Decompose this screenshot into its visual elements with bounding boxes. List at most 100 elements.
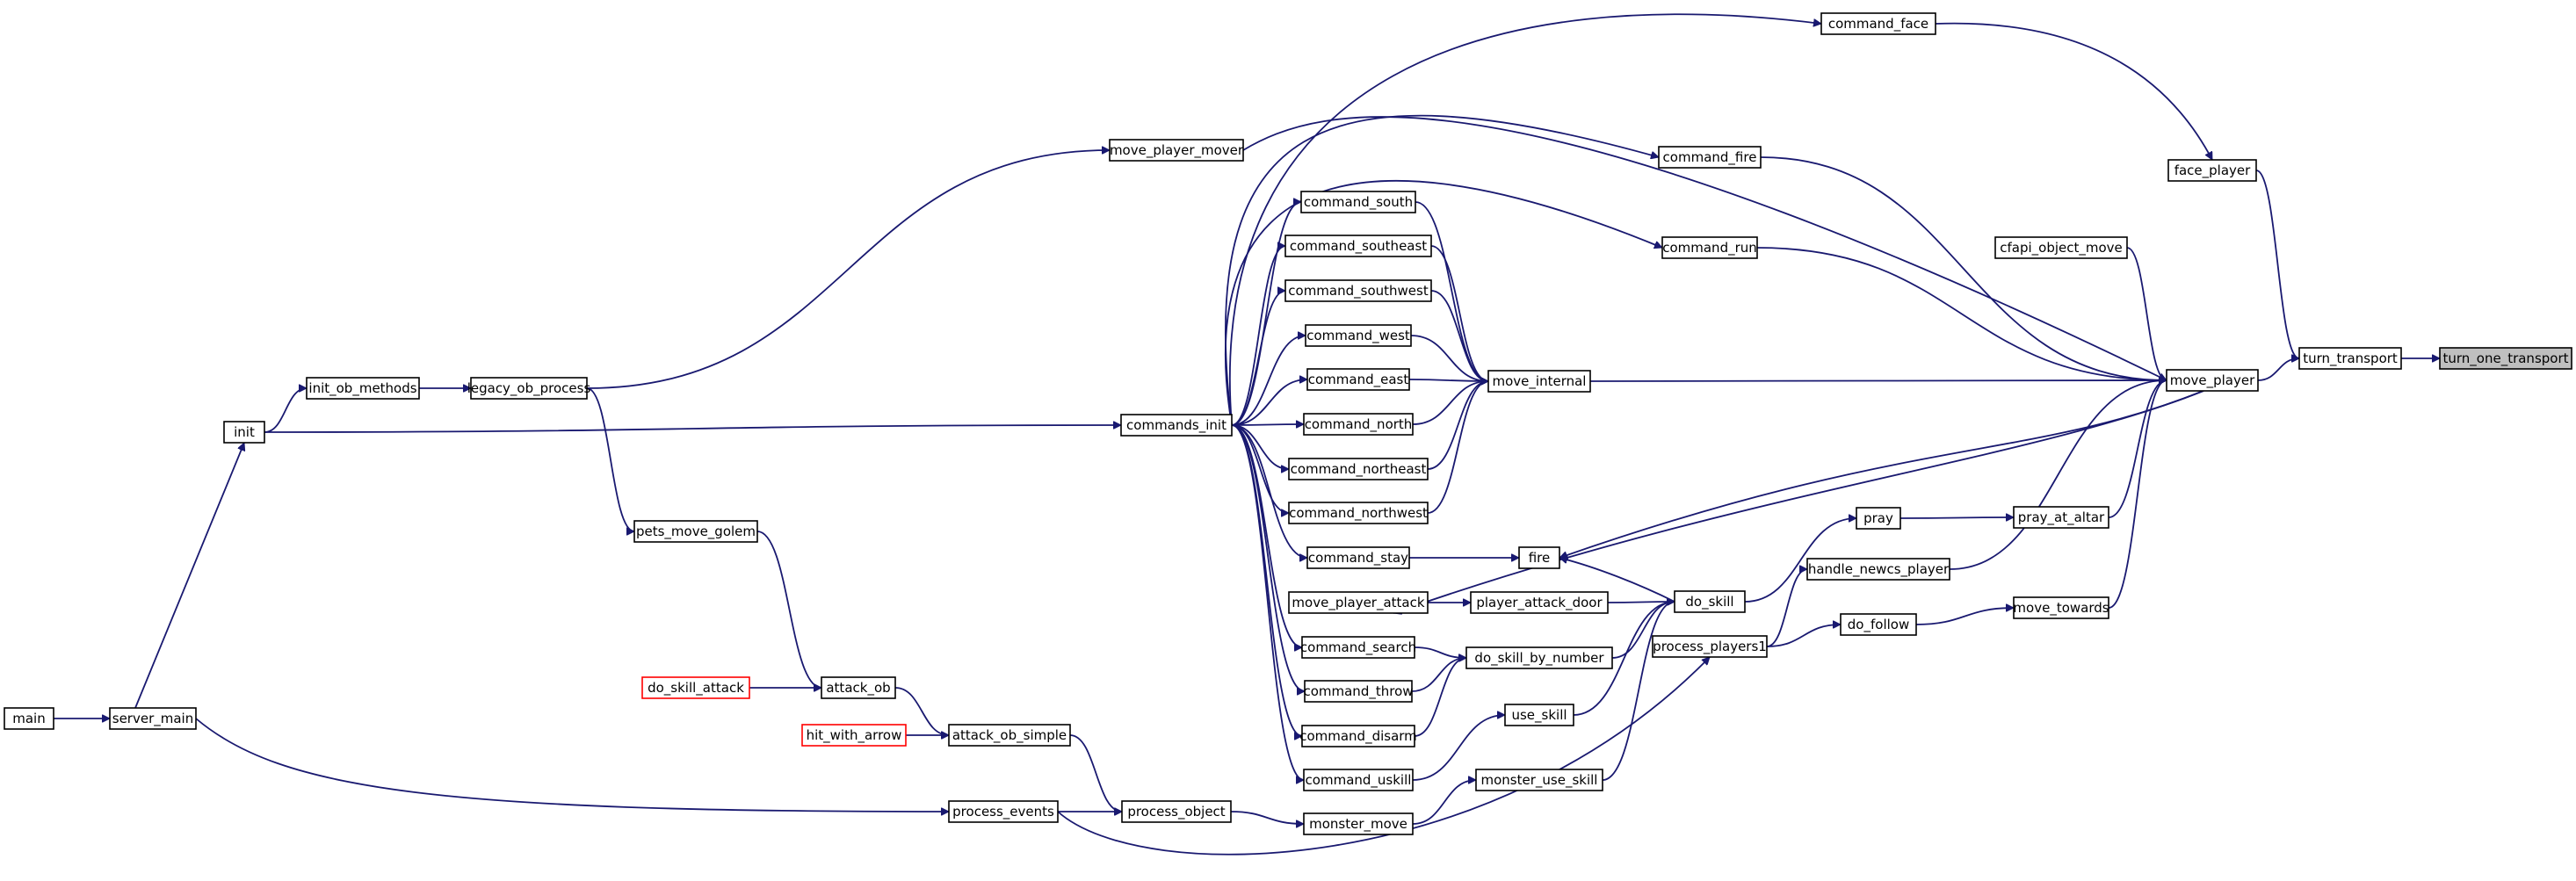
node-init_ob_methods[interactable]: init_ob_methods: [306, 377, 420, 400]
node-face_player[interactable]: face_player: [2167, 159, 2257, 182]
node-label: command_run: [1662, 240, 1757, 256]
edge-command_throw-to-do_skill_by_number: [1411, 658, 1467, 692]
node-do_follow[interactable]: do_follow: [1840, 613, 1917, 636]
node-label: turn_transport: [2303, 350, 2398, 367]
node-label: command_northeast: [1291, 461, 1427, 478]
node-pray_at_altar[interactable]: pray_at_altar: [2013, 506, 2109, 529]
node-box: [1820, 12, 1936, 35]
node-commands_init[interactable]: commands_init: [1120, 414, 1233, 437]
node-move_player[interactable]: move_player: [2166, 369, 2259, 392]
node-box: [1301, 636, 1415, 659]
node-move_internal[interactable]: move_internal: [1487, 370, 1591, 393]
node-command_south[interactable]: command_south: [1300, 191, 1416, 213]
node-label: command_fire: [1663, 149, 1757, 166]
node-command_southwest[interactable]: command_southwest: [1284, 279, 1432, 302]
edge-init-to-commands_init: [264, 425, 1121, 433]
node-command_uskill[interactable]: command_uskill: [1303, 769, 1414, 791]
edge-process_events-to-process_players1: [1057, 657, 1710, 856]
node-command_southeast[interactable]: command_southeast: [1284, 235, 1432, 257]
node-label: command_west: [1306, 328, 1410, 344]
node-box: [1288, 591, 1429, 614]
node-do_skill_attack[interactable]: do_skill_attack: [641, 676, 750, 699]
node-label: monster_use_skill: [1481, 772, 1598, 789]
edge-command_disarm-to-do_skill_by_number: [1414, 658, 1467, 737]
node-attack_ob[interactable]: attack_ob: [821, 676, 896, 699]
node-label: do_follow: [1848, 617, 1909, 633]
node-cfapi_object_move[interactable]: cfapi_object_move: [1994, 236, 2128, 259]
edge-command_northeast-to-move_internal: [1427, 381, 1489, 470]
node-monster_use_skill[interactable]: monster_use_skill: [1475, 769, 1603, 791]
node-label: cfapi_object_move: [2000, 240, 2123, 256]
node-box: [1288, 502, 1429, 524]
edge-commands_init-to-command_face: [1229, 13, 1821, 426]
node-label: do_skill: [1685, 594, 1733, 610]
edge-move_player-to-move_player_attack: [1393, 390, 2204, 613]
node-label: pray: [1863, 510, 1893, 526]
node-command_east[interactable]: command_east: [1306, 368, 1410, 391]
node-box: [1304, 680, 1413, 703]
node-command_face[interactable]: command_face: [1820, 12, 1936, 35]
node-label: attack_ob: [826, 680, 890, 697]
node-pray[interactable]: pray: [1856, 507, 1901, 530]
edge-server_main-to-init: [134, 443, 244, 709]
node-player_attack_door[interactable]: player_attack_door: [1470, 591, 1609, 614]
node-box: [4, 707, 54, 730]
node-box: [1306, 368, 1410, 391]
node-command_northeast[interactable]: command_northeast: [1288, 458, 1429, 480]
node-command_northwest[interactable]: command_northwest: [1288, 502, 1429, 524]
node-label: process_events: [952, 804, 1054, 820]
edge-command_southeast-to-move_internal: [1430, 245, 1489, 381]
node-command_north[interactable]: command_north: [1303, 413, 1414, 436]
edge-commands_init-to-command_uskill: [1231, 424, 1305, 780]
node-hit_with_arrow[interactable]: hit_with_arrow: [801, 724, 907, 747]
node-do_skill_by_number[interactable]: do_skill_by_number: [1465, 646, 1613, 669]
node-process_events[interactable]: process_events: [948, 800, 1059, 823]
node-use_skill[interactable]: use_skill: [1504, 704, 1574, 726]
node-handle_newcs_player[interactable]: handle_newcs_player: [1806, 558, 1950, 581]
node-command_throw[interactable]: command_throw: [1303, 680, 1414, 703]
node-box: [1288, 458, 1429, 480]
node-turn_one_transport[interactable]: turn_one_transport: [2439, 347, 2572, 370]
node-command_disarm[interactable]: command_disarm: [1299, 725, 1417, 747]
node-move_player_attack[interactable]: move_player_attack: [1288, 591, 1429, 614]
node-init[interactable]: init: [223, 421, 265, 444]
node-box: [1994, 236, 2128, 259]
node-command_search[interactable]: command_search: [1300, 636, 1416, 659]
node-main[interactable]: main: [4, 707, 54, 730]
node-command_west[interactable]: command_west: [1305, 324, 1412, 347]
node-box: [306, 377, 420, 400]
node-box: [801, 724, 907, 747]
edge-do_skill-to-pray: [1744, 518, 1856, 603]
node-move_player_mover[interactable]: move_player_mover: [1109, 139, 1244, 162]
node-box: [1121, 800, 1232, 823]
node-box: [1806, 558, 1950, 581]
node-turn_transport[interactable]: turn_transport: [2298, 347, 2402, 370]
node-fire[interactable]: fire: [1518, 546, 1560, 569]
edge-command_south-to-move_internal: [1415, 201, 1489, 381]
node-command_run[interactable]: command_run: [1661, 236, 1758, 259]
edge-use_skill-to-do_skill: [1573, 602, 1675, 716]
node-label: turn_one_transport: [2442, 350, 2568, 367]
edge-command_southwest-to-move_internal: [1430, 290, 1489, 381]
node-monster_move[interactable]: monster_move: [1303, 812, 1414, 835]
node-label: player_attack_door: [1476, 595, 1603, 611]
node-legacy_ob_process[interactable]: legacy_ob_process: [467, 377, 591, 400]
node-box: [2439, 347, 2572, 370]
node-box: [470, 377, 588, 400]
node-box: [2298, 347, 2402, 370]
node-move_towards[interactable]: move_towards: [2013, 596, 2109, 619]
node-box: [633, 520, 758, 543]
node-pets_move_golem[interactable]: pets_move_golem: [633, 520, 758, 543]
node-process_players1[interactable]: process_players1: [1652, 635, 1768, 658]
node-attack_ob_simple[interactable]: attack_ob_simple: [948, 724, 1071, 747]
node-label: move_player: [2170, 372, 2255, 389]
edge-commands_init-to-command_southwest: [1231, 291, 1286, 426]
node-process_object[interactable]: process_object: [1121, 800, 1232, 823]
node-box: [1840, 613, 1917, 636]
node-do_skill[interactable]: do_skill: [1674, 590, 1746, 613]
node-command_fire[interactable]: command_fire: [1658, 146, 1762, 169]
node-label: do_skill_by_number: [1474, 650, 1604, 667]
edge-move_internal-to-move_player: [1589, 380, 2167, 381]
node-command_stay[interactable]: command_stay: [1306, 546, 1410, 569]
node-server_main[interactable]: server_main: [109, 707, 197, 730]
